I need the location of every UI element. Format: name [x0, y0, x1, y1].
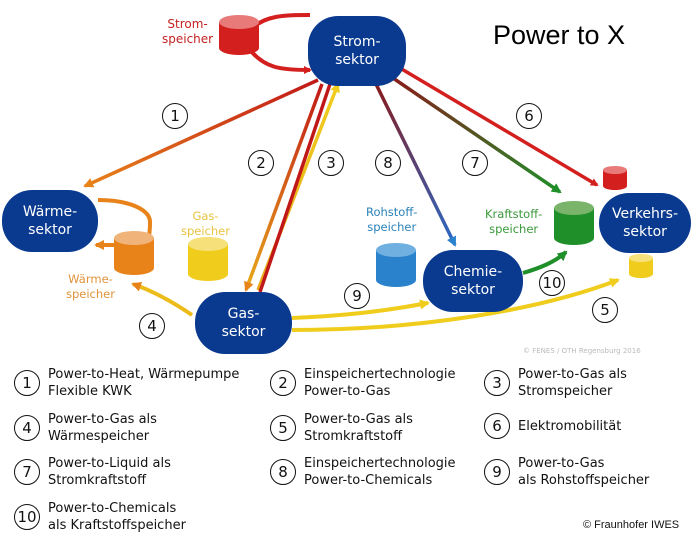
diagram-number-9: 9: [344, 283, 370, 309]
diagram-number-3: 3: [318, 150, 344, 176]
node-gassektor: Gas- sektor: [195, 292, 292, 354]
legend-text: Power-to-Liquid als Stromkraftstoff: [48, 456, 171, 488]
legend-item-1: 1 Power-to-Heat, Wärmepumpe Flexible KWK: [14, 366, 239, 400]
arrow-2: [244, 83, 324, 292]
legend-item-8: 8 Einspeichertechnologie Power-to-Chemic…: [270, 455, 456, 489]
arrow-7: [389, 74, 562, 194]
diagram-number-5: 5: [592, 297, 618, 323]
legend-text: Power-to-Gas als Stromspeicher: [518, 367, 627, 399]
legend-number: 8: [270, 459, 296, 485]
legend-number: 10: [14, 504, 40, 530]
legend-item-3: 3 Power-to-Gas als Stromspeicher: [484, 366, 627, 400]
arrow-9: [291, 299, 430, 320]
diagram-number-1: 1: [162, 103, 188, 129]
legend-item-4: 4 Power-to-Gas als Wärmespeicher: [14, 411, 157, 445]
waermespeicher-tank: [114, 231, 154, 275]
arrow-4: [131, 281, 194, 317]
verkehr-gas-tank: [629, 254, 653, 278]
arrow-1: [83, 78, 319, 188]
arrow-strom-gas-red: [258, 83, 332, 293]
legend-text: Power-to-Chemicals als Kraftstoffspeiche…: [48, 501, 186, 533]
arrow-stromspeicher-in: [248, 48, 312, 74]
arrow-5: [291, 278, 620, 332]
legend-number: 4: [14, 415, 40, 441]
legend-number: 5: [270, 415, 296, 441]
node-stromsektor: Strom- sektor: [308, 16, 406, 86]
legend-number: 9: [484, 459, 510, 485]
node-chemiesektor: Chemie- sektor: [423, 250, 523, 312]
legend-number: 2: [270, 370, 296, 396]
kraftstoffspeicher-tank: [554, 201, 594, 245]
arrow-8: [373, 81, 457, 247]
stromspeicher-tank: [219, 15, 259, 55]
legend-text: Elektromobilität: [518, 418, 622, 434]
legend-number: 6: [484, 413, 510, 439]
arrow-6: [399, 66, 599, 187]
legend-item-7: 7 Power-to-Liquid als Stromkraftstoff: [14, 455, 171, 489]
rohstoffspeicher-tank: [376, 243, 416, 287]
legend-item-2: 2 Einspeichertechnologie Power-to-Gas: [270, 366, 456, 400]
legend-text: Power-to-Heat, Wärmepumpe Flexible KWK: [48, 367, 240, 399]
diagram-number-6: 6: [516, 103, 542, 129]
diagram-title: Power to X: [493, 20, 626, 50]
label-waermespeicher: Wärme- speicher: [66, 272, 115, 301]
gasspeicher-tank: [188, 237, 228, 281]
label-stromspeicher: Strom- speicher: [162, 17, 214, 46]
verkehr-strom-tank: [603, 166, 627, 190]
node-verkehrssektor: Verkehrs- sektor: [599, 193, 691, 253]
legend-item-10: 10 Power-to-Chemicals als Kraftstoffspei…: [14, 500, 186, 534]
legend-number: 3: [484, 370, 510, 396]
legend-text: Power-to-Gas als Stromkraftstoff: [304, 412, 413, 444]
arrow-10: [522, 250, 568, 275]
label-gasspeicher: Gas- speicher: [181, 209, 230, 238]
legend-text: Einspeichertechnologie Power-to-Chemical…: [304, 456, 456, 488]
credit-fraunhofer: © Fraunhofer IWES: [583, 519, 680, 531]
credit-fenes: © FENES / OTH Regensburg 2016: [523, 347, 641, 355]
legend-text: Einspeichertechnologie Power-to-Gas: [304, 367, 456, 399]
legend-number: 7: [14, 459, 40, 485]
legend-text: Power-to-Gas als Wärmespeicher: [48, 412, 157, 444]
diagram-number-10: 10: [539, 270, 565, 296]
node-waermesektor: Wärme- sektor: [2, 190, 98, 252]
diagram-number-2: 2: [248, 150, 274, 176]
legend-item-5: 5 Power-to-Gas als Stromkraftstoff: [270, 411, 413, 445]
label-kraftstoffspeicher: Kraftstoff- speicher: [485, 207, 543, 236]
legend-item-9: 9 Power-to-Gas als Rohstoffspeicher: [484, 455, 649, 489]
diagram-number-7: 7: [462, 150, 488, 176]
legend-number: 1: [14, 370, 40, 396]
diagram-number-4: 4: [139, 313, 165, 339]
label-rohstoffspeicher: Rohstoff- speicher: [366, 205, 418, 234]
legend-item-6: 6 Elektromobilität: [484, 413, 621, 439]
diagram-number-8: 8: [375, 150, 401, 176]
legend-text: Power-to-Gas als Rohstoffspeicher: [518, 456, 650, 488]
